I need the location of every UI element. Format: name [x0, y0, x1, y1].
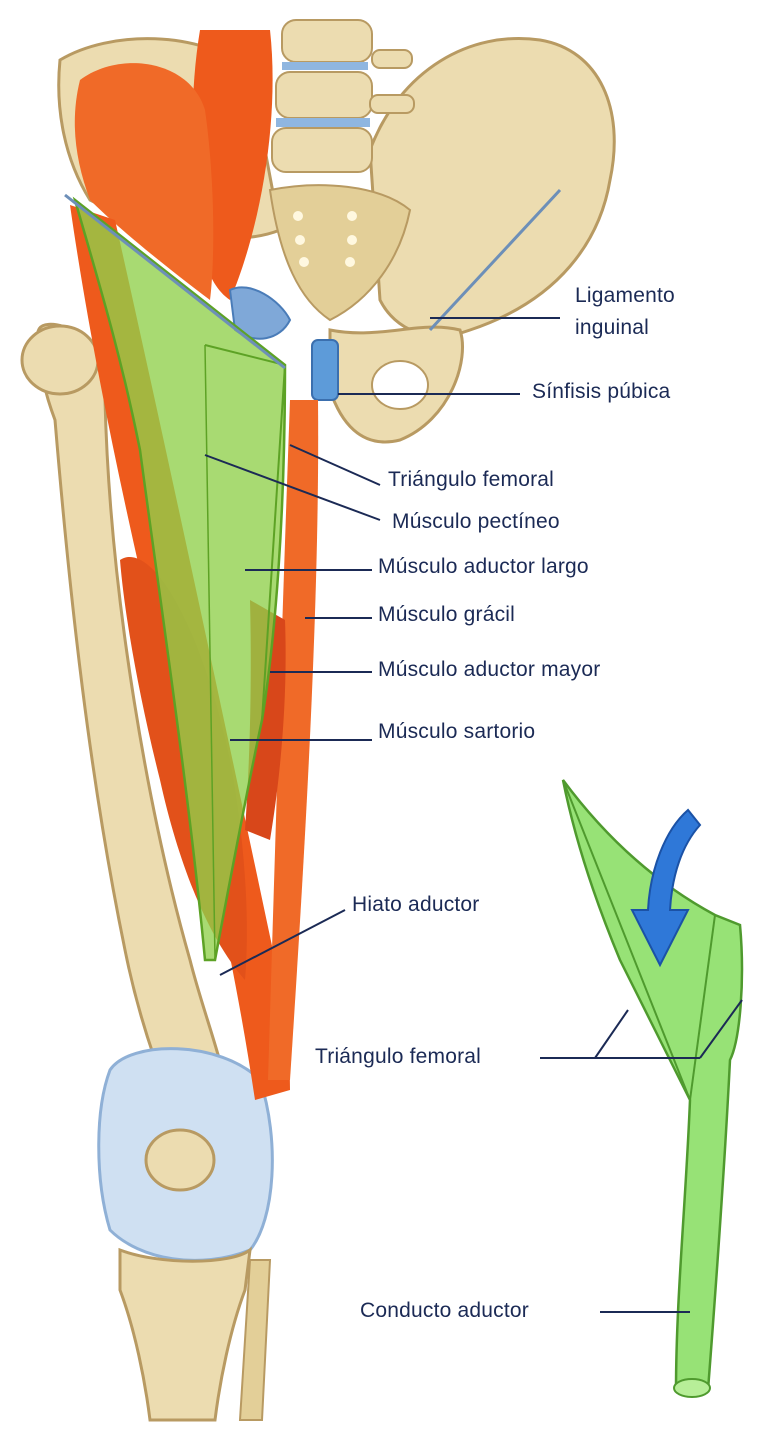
sacrum — [268, 184, 412, 322]
tibia — [118, 1246, 252, 1422]
femoral-triangle-overlay — [72, 196, 287, 962]
labels: Ligamento inguinal Sínfisis púbica Trián… — [315, 284, 675, 1322]
inguinal-ligament — [64, 193, 286, 370]
label-ligamento: Ligamento — [575, 284, 675, 307]
femur — [20, 322, 274, 1422]
vertebra — [281, 19, 373, 63]
femoral-head — [20, 324, 100, 396]
sacral-foramen — [345, 257, 355, 267]
triangle-edge — [204, 344, 216, 961]
inset-canal-end — [673, 1378, 711, 1398]
inset-edge — [562, 779, 691, 1101]
inguinal-ligament-right — [428, 188, 562, 332]
label-musculo-pectineo: Músculo pectíneo — [392, 510, 560, 533]
transverse-process — [369, 94, 415, 114]
iliacus-muscle — [74, 63, 214, 300]
label-inguinal: inguinal — [575, 316, 649, 339]
inset-adductor-canal — [561, 779, 744, 1398]
leader-triangulo-femoral-inset-2 — [594, 1009, 629, 1059]
label-hiato-aductor: Hiato aductor — [352, 893, 480, 916]
leader-triangulo-femoral-inset-3 — [699, 999, 743, 1059]
leader-lines — [204, 317, 743, 1313]
intervertebral-disc — [282, 62, 368, 70]
obturator-foramen — [371, 360, 429, 410]
sacral-foramen — [299, 257, 309, 267]
intervertebral-disc — [276, 118, 370, 127]
sacral-foramen — [295, 235, 305, 245]
sacral-foramen — [347, 211, 357, 221]
patella — [144, 1128, 216, 1192]
leader-musculo-pectineo — [204, 454, 381, 521]
sacral-foramen — [347, 235, 357, 245]
leader-triangulo-femoral — [289, 444, 381, 486]
flow-arrow-icon — [630, 808, 702, 968]
vertebra — [271, 127, 373, 173]
vertebra — [275, 71, 373, 119]
label-triangulo-femoral: Triángulo femoral — [388, 468, 554, 491]
transverse-process — [371, 49, 413, 69]
inset-edge — [689, 914, 716, 1101]
leader-hiato-aductor — [219, 909, 346, 976]
label-musculo-gracil: Músculo grácil — [378, 603, 515, 626]
label-conducto-aductor: Conducto aductor — [360, 1299, 529, 1322]
triangle-edge — [204, 344, 287, 721]
label-musculo-sartorio: Músculo sartorio — [378, 720, 535, 743]
femoral-triangle-region — [72, 196, 287, 962]
inset-triangle-body — [561, 779, 744, 1392]
label-musculo-aductor-mayor: Músculo aductor mayor — [378, 658, 600, 681]
label-triangulo-femoral-inset: Triángulo femoral — [315, 1045, 481, 1068]
label-musculo-aductor-largo: Músculo aductor largo — [378, 555, 589, 578]
sacral-foramen — [293, 211, 303, 221]
fibula — [238, 1259, 272, 1421]
pubic-symphysis — [311, 339, 339, 401]
label-sinfisis-pubica: Sínfisis púbica — [532, 380, 671, 403]
